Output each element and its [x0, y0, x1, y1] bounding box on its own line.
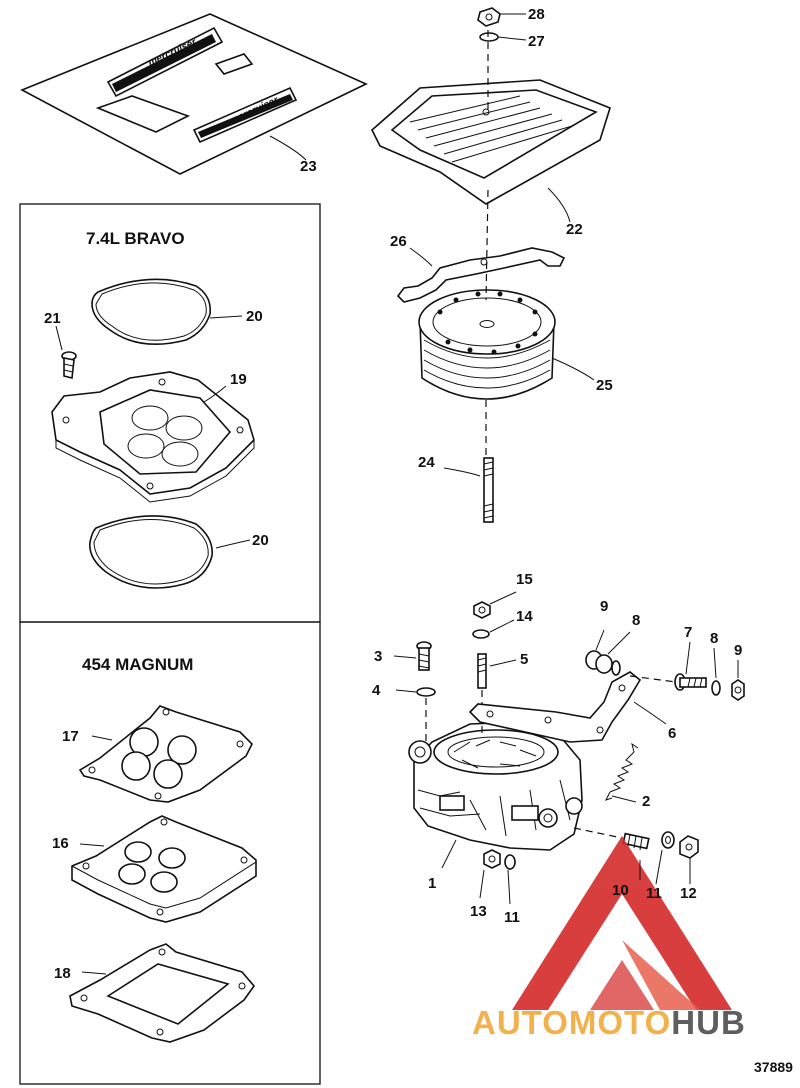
callout-17: 17	[62, 728, 79, 745]
bottom-washer	[504, 854, 516, 870]
callout-8-right: 8	[710, 630, 718, 647]
decal-cutout-large	[95, 95, 191, 133]
callout-22: 22	[566, 221, 583, 238]
callout-5: 5	[520, 651, 528, 668]
callout-26: 26	[390, 233, 407, 250]
watermark: AUTOMOTOHUB	[472, 836, 746, 1041]
callout-14: 14	[516, 608, 533, 625]
return-spring	[605, 742, 639, 801]
callout-11-bottom: 11	[504, 909, 520, 926]
bravo-spacer	[51, 371, 255, 503]
fitting-washer	[661, 831, 675, 849]
callout-23: 23	[300, 158, 317, 175]
choke-housing	[408, 740, 432, 764]
bushing-left	[585, 650, 613, 674]
carb-stud	[477, 653, 487, 689]
callout-10: 10	[612, 882, 629, 899]
callout-3: 3	[374, 648, 382, 665]
cover-nut	[477, 7, 501, 27]
watermark-triangle	[512, 836, 732, 1010]
callout-11-right: 11	[646, 885, 662, 902]
callout-9-left: 9	[600, 598, 608, 615]
air-cleaner-bracket	[396, 247, 566, 303]
bracket-nut	[731, 679, 745, 701]
watermark-part1: AUTOMOTO	[472, 1004, 671, 1041]
magnum-spacer	[71, 815, 257, 923]
assembly-axis	[485, 30, 489, 456]
spacer-screw	[61, 351, 77, 379]
bravo-box: 7.4L BRAVO	[19, 203, 321, 623]
carburetor	[408, 721, 583, 851]
callout-6: 6	[668, 725, 676, 742]
callout-2: 2	[642, 793, 650, 810]
callout-18: 18	[54, 965, 71, 982]
air-cleaner-stud	[483, 457, 494, 523]
spacer-left	[611, 660, 621, 676]
callout-1: 1	[428, 875, 436, 892]
fitting-axis	[573, 827, 623, 839]
bottom-nut	[483, 849, 501, 869]
bracket-stud	[674, 673, 707, 691]
watermark-part2: HUB	[671, 1004, 746, 1041]
fitting-nut	[679, 835, 699, 859]
stud-washer	[472, 629, 490, 639]
callout-12: 12	[680, 885, 697, 902]
callout-21: 21	[44, 310, 61, 327]
magnum-box-title: 454 MAGNUM	[82, 655, 193, 674]
throttle-bracket	[468, 671, 642, 743]
callout-7: 7	[684, 624, 692, 641]
callout-27: 27	[528, 33, 545, 50]
magnum-box: 454 MAGNUM	[19, 621, 321, 1085]
callout-25: 25	[596, 377, 613, 394]
callout-20-bottom: 20	[252, 532, 269, 549]
bracket-axis	[629, 675, 677, 683]
fuel-fitting	[622, 832, 650, 851]
callout-16: 16	[52, 835, 69, 852]
callout-9-right: 9	[734, 642, 742, 659]
magnum-upper-gasket	[78, 705, 253, 803]
drawing-number: 37889	[754, 1059, 793, 1075]
stud-nut	[473, 601, 491, 619]
magnum-lower-gasket	[69, 943, 256, 1043]
carb-washer	[416, 687, 436, 697]
bravo-box-title: 7.4L BRAVO	[86, 229, 185, 248]
callout-13: 13	[470, 903, 487, 920]
air-filter	[418, 289, 556, 400]
cover-washer	[479, 32, 499, 42]
decal-sheet: mercruiser mercruiser	[20, 13, 368, 175]
callout-24: 24	[418, 454, 435, 471]
lower-gasket	[89, 515, 213, 589]
air-cleaner-cover	[371, 79, 611, 205]
callout-28: 28	[528, 6, 545, 23]
callouts: 28 27 23 22 26 25 24 20 21 19 20 17 16 1…	[44, 6, 742, 982]
upper-gasket	[91, 278, 212, 345]
callout-15: 15	[516, 571, 533, 588]
decal-cutout-small	[214, 53, 254, 75]
spacer-right	[711, 680, 721, 696]
callout-20-top: 20	[246, 308, 263, 325]
callout-19: 19	[230, 371, 247, 388]
decal-stripe-bottom	[198, 94, 293, 138]
leader-lines	[55, 13, 739, 975]
decal-stripe-top	[112, 34, 216, 92]
callout-4: 4	[372, 682, 381, 699]
callout-8-left: 8	[632, 612, 640, 629]
carb-bolt	[416, 641, 432, 671]
svg-text:AUTOMOTOHUB: AUTOMOTOHUB	[472, 1004, 746, 1041]
